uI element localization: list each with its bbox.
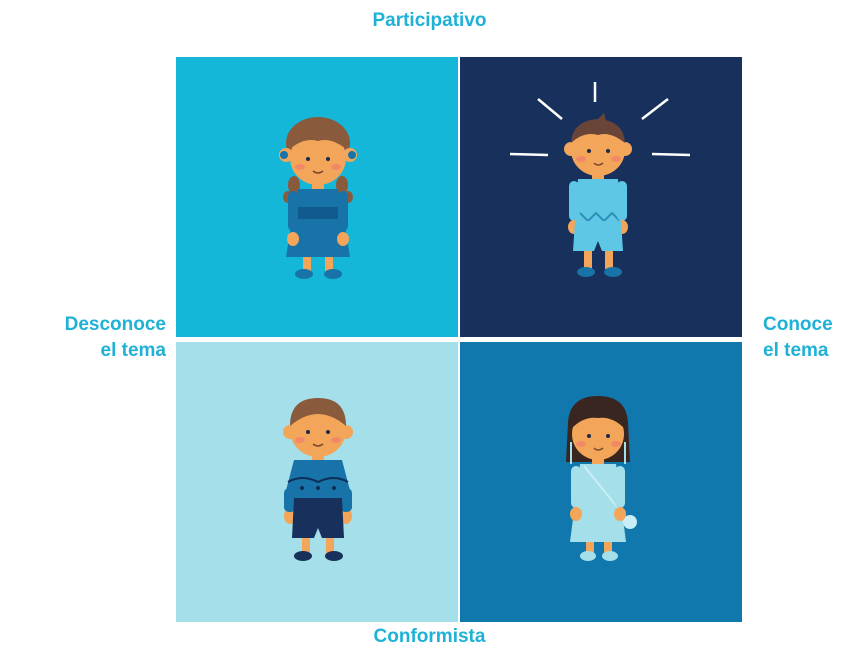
girl-with-bag-icon bbox=[566, 396, 637, 561]
bottom-axis-label: Conformista bbox=[373, 626, 486, 647]
boy-with-idea-rays-icon bbox=[509, 82, 691, 277]
boy-with-poncho-icon bbox=[283, 398, 353, 561]
quadrant-top-left bbox=[176, 57, 458, 337]
quadrant-bottom-right bbox=[460, 342, 742, 622]
right-axis-label-line2: el tema bbox=[763, 340, 829, 361]
right-axis-label-line1: Conoce bbox=[763, 314, 833, 335]
left-axis-label-line2: el tema bbox=[100, 340, 166, 361]
quadrant-bottom-left bbox=[176, 342, 458, 622]
top-axis-label: Participativo bbox=[372, 10, 487, 31]
left-axis-label-line1: Desconoce bbox=[64, 314, 166, 335]
left-axis-label: Desconoce el tema bbox=[6, 312, 166, 364]
quadrant-top-right bbox=[460, 57, 742, 337]
girl-with-braids-icon bbox=[279, 117, 357, 279]
right-axis-label: Conoce el tema bbox=[763, 312, 859, 364]
